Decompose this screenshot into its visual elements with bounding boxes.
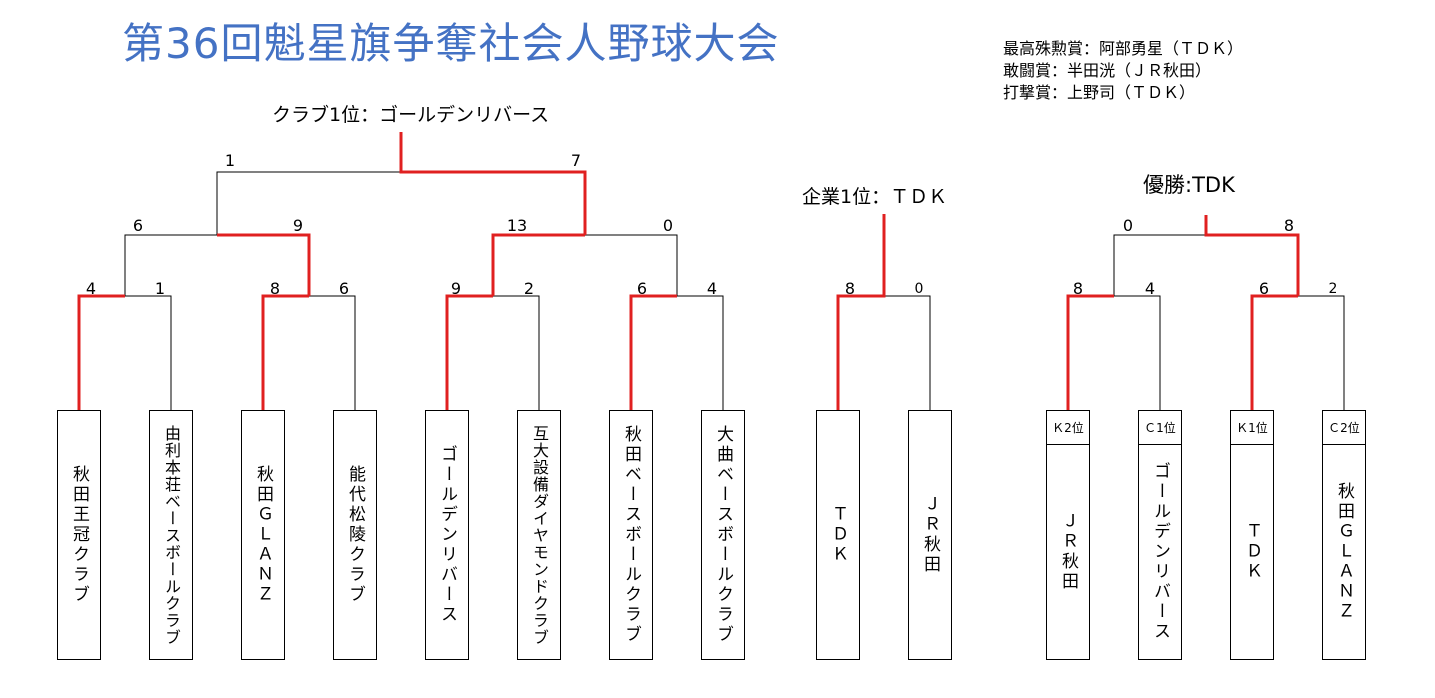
team-name: 由利本荘ベースボールクラブ (162, 424, 181, 646)
line-r1-m4-winner (629, 294, 677, 410)
team-name: ＴＤＫ (1242, 522, 1262, 582)
team-box: ゴールデンリバース (425, 410, 469, 660)
seed-label: Ｃ1位 (1139, 411, 1181, 445)
line-final-semi1-loser (1114, 295, 1161, 410)
line-corp-loser (884, 295, 931, 410)
line-semi-left-loser (124, 234, 217, 296)
bracket-lines-black (124, 171, 1345, 410)
score-club-final-left: 1 (224, 151, 236, 170)
team-box: ＪＲ秋田 (908, 410, 952, 660)
line-final-semi1-winner (1066, 294, 1114, 410)
line-final-loser (1113, 234, 1206, 296)
team-box: ＴＤＫ (816, 410, 860, 660)
score-final-semi1-b: 4 (1144, 279, 1156, 298)
score-club-final-right: 7 (570, 151, 582, 170)
team-name: 秋田ベースボールクラブ (621, 425, 641, 645)
line-final-winner (1204, 215, 1300, 296)
seed-label: Ｋ1位 (1231, 411, 1273, 445)
corp-winner-label: 企業1位：ＴＤＫ (802, 186, 948, 208)
line-corp-winner (836, 214, 886, 410)
team-box: Ｃ1位 ゴールデンリバース (1138, 410, 1182, 660)
score-corp-a: 8 (844, 279, 856, 298)
team-name: ゴールデンリバース (437, 445, 457, 625)
line-semi-right-loser (585, 234, 678, 296)
line-r1-m2-loser (309, 295, 356, 410)
score-r1-m3-a: 9 (450, 279, 462, 298)
line-semi-left-winner (217, 233, 311, 296)
awards-list: 最高殊勲賞：阿部勇星（ＴＤＫ） 敢闘賞：半田洸（ＪＲ秋田） 打撃賞：上野司（ＴＤ… (1003, 38, 1243, 104)
score-final-semi2-b: 2 (1328, 281, 1338, 297)
score-semi-left-b: 9 (292, 216, 304, 235)
award-batting: 打撃賞：上野司（ＴＤＫ） (1003, 83, 1196, 102)
team-box: 秋田ベースボールクラブ (609, 410, 653, 660)
champion-label: 優勝:TDK (1143, 173, 1235, 197)
score-semi-right-b: 0 (662, 216, 674, 235)
line-semi-right-winner (491, 233, 585, 296)
page-title: 第36回魁星旗争奪社会人野球大会 (122, 19, 780, 68)
award-mvp: 最高殊勲賞：阿部勇星（ＴＤＫ） (1003, 39, 1244, 58)
line-r1-m2-winner (261, 294, 309, 410)
team-box: 由利本荘ベースボールクラブ (149, 410, 193, 660)
team-box: 秋田王冠クラブ (57, 410, 101, 660)
team-name: ＪＲ秋田 (1058, 512, 1078, 592)
team-box: Ｃ2位 秋田ＧＬＡＮＺ (1322, 410, 1366, 660)
team-name: ＪＲ秋田 (920, 495, 940, 575)
score-r1-m2-b: 6 (338, 279, 350, 298)
line-r1-m4-loser (677, 295, 724, 410)
line-final-semi2-loser (1298, 295, 1345, 410)
line-final-semi2-winner (1250, 294, 1298, 410)
bracket-lines-red (77, 132, 1300, 410)
team-box: 能代松陵クラブ (333, 410, 377, 660)
team-name: 秋田ＧＬＡＮＺ (253, 465, 273, 605)
score-r1-m3-b: 2 (523, 279, 535, 298)
line-club-final-loser (216, 171, 401, 235)
team-name: ゴールデンリバース (1150, 462, 1170, 642)
award-fighting-spirit: 敢闘賞：半田洸（ＪＲ秋田） (1003, 61, 1212, 80)
team-name: 互大設備ダイヤモンドクラブ (530, 424, 549, 646)
team-box: Ｋ2位 ＪＲ秋田 (1046, 410, 1090, 660)
score-final-b: 8 (1283, 216, 1295, 235)
score-final-a: 0 (1122, 216, 1134, 235)
line-r1-m1-winner (77, 294, 125, 410)
score-final-semi2-a: 6 (1258, 279, 1270, 298)
team-name: 秋田王冠クラブ (69, 465, 89, 605)
club-winner-label: クラブ1位：ゴールデンリバース (272, 104, 550, 126)
score-semi-right-a: 13 (506, 216, 528, 235)
score-r1-m1-b: 1 (154, 279, 166, 298)
line-r1-m1-loser (125, 295, 172, 410)
score-semi-left-a: 6 (132, 216, 144, 235)
team-box: 秋田ＧＬＡＮＺ (241, 410, 285, 660)
score-r1-m1-a: 4 (85, 279, 97, 298)
team-box: Ｋ1位 ＴＤＫ (1230, 410, 1274, 660)
score-corp-b: 0 (914, 281, 924, 297)
team-box: 大曲ベースボールクラブ (701, 410, 745, 660)
team-name: 能代松陵クラブ (345, 465, 365, 605)
line-r1-m3-loser (493, 295, 540, 410)
team-box: 互大設備ダイヤモンドクラブ (517, 410, 561, 660)
seed-label: Ｋ2位 (1047, 411, 1089, 445)
score-r1-m4-b: 4 (706, 279, 718, 298)
line-club-final-winner (399, 132, 587, 235)
seed-label: Ｃ2位 (1323, 411, 1365, 445)
score-final-semi1-a: 8 (1072, 279, 1084, 298)
team-name: 大曲ベースボールクラブ (713, 425, 733, 645)
team-name: ＴＤＫ (828, 505, 848, 565)
team-name: 秋田ＧＬＡＮＺ (1334, 482, 1354, 622)
score-r1-m4-a: 6 (636, 279, 648, 298)
line-r1-m3-winner (445, 294, 493, 410)
score-r1-m2-a: 8 (269, 279, 281, 298)
